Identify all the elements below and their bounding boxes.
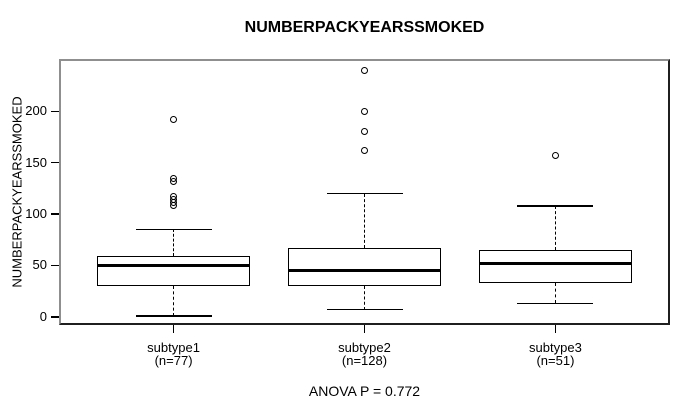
box	[97, 256, 251, 286]
y-tick-label: 200	[25, 103, 47, 119]
outlier-point	[551, 152, 559, 160]
group-label: subtype1(n=77)	[104, 340, 244, 368]
whisker-upper	[364, 193, 365, 248]
group-label: subtype3(n=51)	[485, 340, 625, 368]
anova-p-value: ANOVA P = 0.772	[308, 383, 421, 399]
group-label: subtype2(n=128)	[295, 340, 435, 368]
y-tick-label: 0	[39, 308, 47, 324]
median-line	[478, 261, 632, 265]
y-tick-label: 150	[25, 154, 47, 170]
outlier-point	[361, 107, 368, 115]
y-tick-label: 50	[32, 257, 47, 273]
whisker-cap-lower	[135, 315, 212, 317]
median-line	[97, 263, 251, 267]
whisker-cap-lower	[326, 308, 403, 311]
whisker-cap-upper	[135, 228, 212, 231]
whisker-upper	[173, 229, 175, 257]
chart-title: NUMBERPACKYEARSSMOKED	[244, 19, 485, 36]
group-label-name: subtype2	[338, 340, 391, 355]
x-tick-mark	[172, 325, 175, 333]
whisker-cap-upper	[517, 205, 594, 207]
whisker-cap-upper	[326, 192, 403, 195]
box	[288, 247, 441, 286]
y-tick-label: 100	[25, 206, 47, 222]
whisker-upper	[554, 205, 556, 251]
group-label-name: subtype1	[147, 340, 200, 355]
whisker-cap-lower	[517, 302, 594, 305]
group-label-n: (n=128)	[341, 353, 388, 368]
median-line	[288, 269, 441, 273]
y-tick-mark	[51, 161, 59, 164]
whisker-lower	[554, 282, 556, 304]
whisker-lower	[364, 285, 365, 310]
group-label-n: (n=51)	[536, 353, 575, 368]
outlier-point	[170, 116, 178, 124]
y-tick-mark	[51, 110, 59, 113]
y-tick-mark	[51, 213, 59, 215]
outlier-point	[170, 174, 178, 182]
outlier-point	[361, 66, 368, 74]
outlier-point	[361, 146, 368, 154]
x-tick-mark	[554, 325, 557, 333]
x-tick-mark	[363, 325, 366, 333]
group-label-name: subtype3	[529, 340, 582, 355]
whisker-lower	[173, 285, 175, 316]
outlier-point	[361, 128, 368, 136]
outlier-point	[170, 193, 178, 201]
group-label-n: (n=77)	[154, 353, 193, 368]
y-tick-mark	[51, 264, 59, 267]
box	[478, 250, 632, 283]
y-tick-mark	[51, 316, 59, 318]
